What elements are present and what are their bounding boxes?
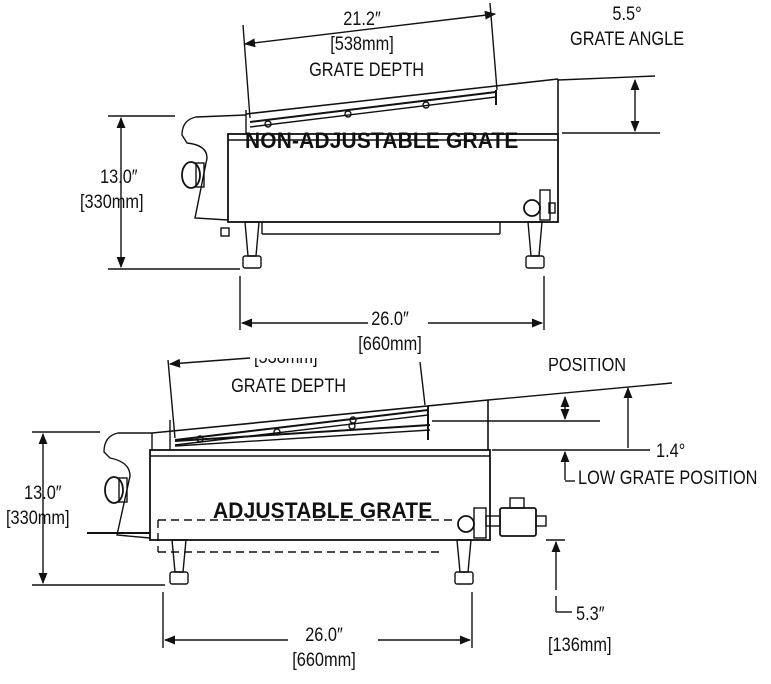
top-dimension-lines [108, 2, 660, 330]
bottom-width-mm: [660mm] [292, 650, 356, 671]
top-grate-angle-value: 5.5° [612, 4, 642, 25]
bottom-low-angle-value: 1.4° [656, 441, 686, 462]
bottom-grate-depth-label: GRATE DEPTH [231, 376, 347, 397]
bottom-title-adjustable-grate: ADJUSTABLE GRATE [213, 498, 433, 523]
bottom-width-inches: 26.0″ [305, 625, 343, 646]
top-grate-depth-inches: 21.2″ [343, 9, 381, 30]
top-width-inches: 26.0″ [371, 309, 409, 330]
top-height-mm: [330mm] [80, 192, 144, 213]
bottom-height-mm: [330mm] [6, 508, 70, 529]
bottom-height-inches: 13.0″ [24, 483, 62, 504]
bottom-clearance-inches: 5.3″ [576, 604, 605, 625]
bottom-grate-depth-mm-partial: [538mm] [254, 358, 318, 369]
top-height-inches: 13.0″ [100, 167, 138, 188]
bottom-clearance-mm: [136mm] [548, 635, 612, 656]
bottom-depth-mm-clip: [538mm] [250, 358, 360, 370]
bottom-dimension-lines [32, 357, 673, 648]
bottom-griddle-body [87, 399, 547, 585]
top-grate-depth-mm: [538mm] [330, 34, 394, 55]
bottom-low-grate-position-label: LOW GRATE POSITION [578, 468, 758, 489]
top-grate-depth-label: GRATE DEPTH [309, 60, 425, 81]
top-title-non-adjustable-grate: NON-ADJUSTABLE GRATE [245, 128, 519, 153]
top-width-mm: [660mm] [358, 334, 422, 355]
top-grate-angle-label: GRATE ANGLE [570, 29, 685, 50]
top-griddle-body [181, 78, 559, 269]
bottom-high-position-clip: POSITION [548, 358, 638, 376]
bottom-high-position-partial: POSITION [548, 358, 627, 376]
